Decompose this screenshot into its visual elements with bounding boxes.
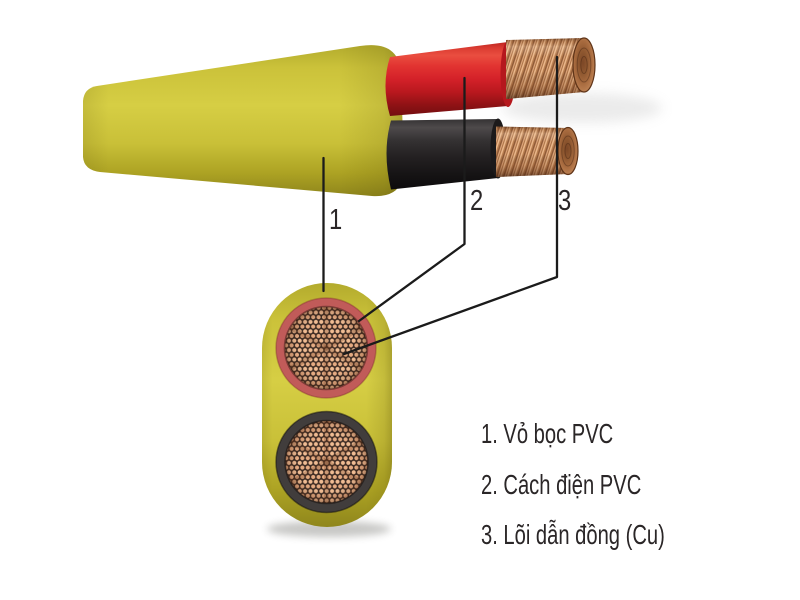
cross-section-ground-shadow (267, 521, 391, 537)
callout-line-3 (342, 55, 559, 356)
cable-jacket (83, 45, 404, 197)
cross-section-red-core (275, 297, 377, 399)
background-shadow (502, 93, 662, 123)
black-conductor (386, 118, 579, 190)
callout-number-3: 3 (558, 185, 572, 217)
legend-item-copper-conductor: 3. Lõi dẫn đồng (Cu) (481, 519, 665, 550)
black-copper-strands (496, 126, 579, 177)
callout-line-2 (357, 76, 466, 323)
callout-number-2: 2 (470, 185, 484, 217)
cross-section (262, 283, 392, 527)
red-copper-strands (506, 37, 596, 99)
legend-item-pvc-insulation: 2. Cách điện PVC (481, 469, 642, 500)
black-insulation (386, 119, 498, 190)
cross-section-black-core (275, 410, 378, 514)
red-insulation (385, 42, 508, 116)
callout-number-1: 1 (329, 204, 343, 236)
callout-lines (322, 55, 559, 356)
legend-item-pvc-sheath: 1. Vỏ bọc PVC (481, 418, 614, 449)
red-conductor (385, 37, 596, 116)
